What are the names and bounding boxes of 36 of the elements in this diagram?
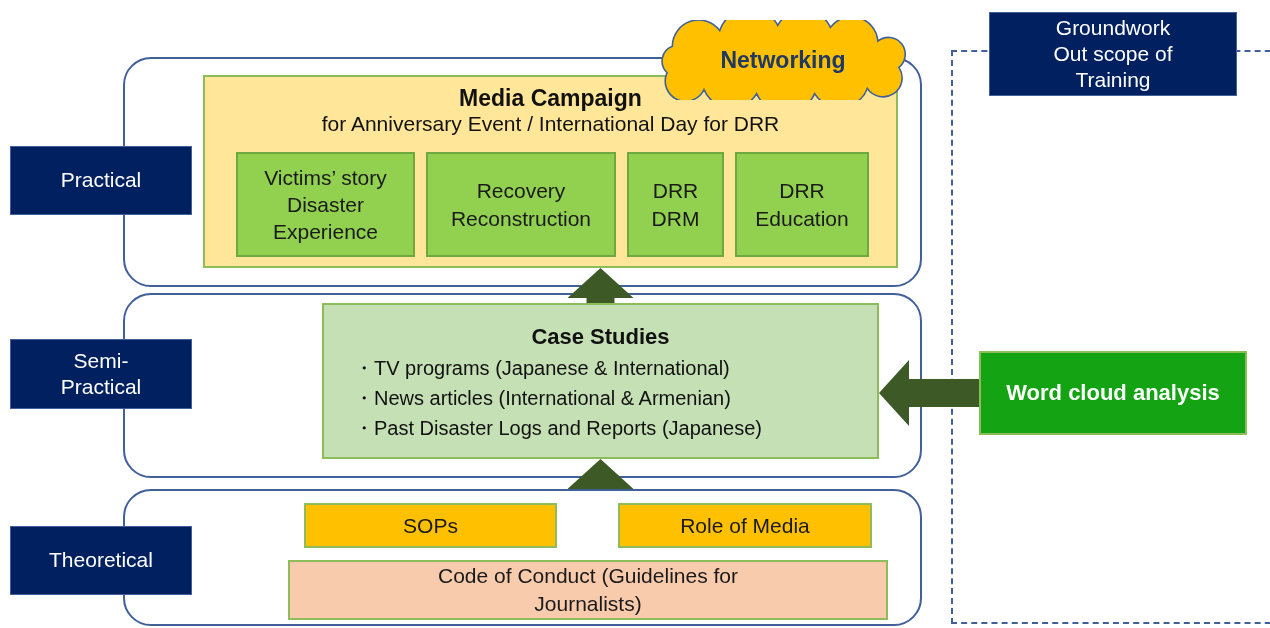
case-studies-box — [322, 303, 879, 459]
analysis-box — [979, 351, 1247, 435]
bullet-item: ・TV programs (Japanese & International) — [354, 355, 730, 381]
box-text: Code of Conduct (Guidelines for Journalists) — [438, 562, 738, 617]
campaign-box — [203, 75, 898, 268]
cloud-label: Networking — [720, 46, 846, 74]
level-text: Practical — [60, 167, 142, 194]
topic-box — [288, 560, 888, 620]
topic-box — [304, 503, 557, 548]
block-arrow — [567, 459, 634, 489]
box-text: DRR Education — [754, 178, 850, 232]
topic-box — [627, 152, 724, 257]
box-title: Case Studies — [531, 322, 670, 351]
topic-box — [735, 152, 869, 257]
level-label — [10, 339, 192, 409]
level-text: Theoretical — [49, 547, 153, 574]
topic-box — [236, 152, 415, 257]
box-text: Word cloud analysis — [1006, 380, 1220, 406]
box-text: SOPs — [403, 513, 458, 538]
box-text: DRR DRM — [650, 178, 701, 232]
level-text: Groundwork Out scope of Training — [1052, 14, 1174, 94]
box-text: Recovery Reconstruction — [449, 178, 593, 232]
level-label — [10, 146, 192, 215]
topic-box — [426, 152, 616, 257]
topic-box — [618, 503, 872, 548]
level-text: Semi- Practical — [59, 347, 143, 400]
bullet-item: ・News articles (International & Armenian) — [354, 385, 731, 411]
block-arrow — [879, 360, 979, 426]
box-subtitle: for Anniversary Event / International Day for DRR — [321, 112, 780, 136]
box-title: Media Campaign — [459, 85, 642, 112]
level-label — [989, 12, 1237, 96]
box-text: Victims’ story Disaster Experience — [263, 164, 388, 246]
level-label — [10, 526, 192, 595]
box-text: Role of Media — [680, 513, 810, 538]
bullet-item: ・Past Disaster Logs and Reports (Japanese) — [354, 415, 762, 441]
block-arrow — [567, 268, 634, 303]
